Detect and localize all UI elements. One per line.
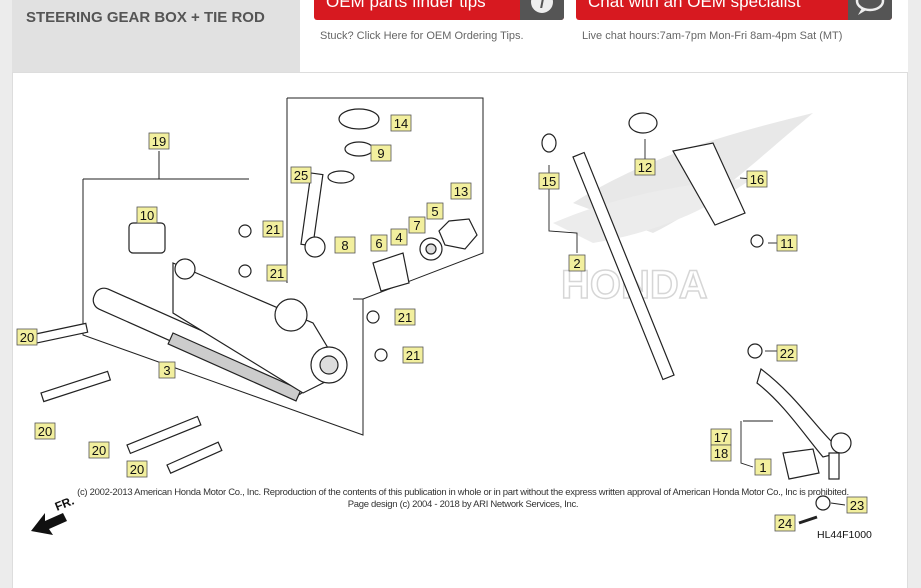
callout-label[interactable]: 2 xyxy=(573,256,580,271)
bolt-part xyxy=(166,441,223,475)
honda-watermark: HONDA xyxy=(553,113,813,308)
header-actions: OEM parts finder tips i Stuck? Click Her… xyxy=(300,0,908,72)
bolt-part xyxy=(40,370,112,403)
page-title: STEERING GEAR BOX + TIE ROD xyxy=(26,9,265,26)
tie-rod-part xyxy=(572,151,675,381)
callout-label[interactable]: 7 xyxy=(413,218,420,233)
callout-label[interactable]: 9 xyxy=(377,146,384,161)
parts-diagram: HONDA xyxy=(12,72,908,588)
callout-label[interactable]: 3 xyxy=(163,363,170,378)
callout-label[interactable]: 20 xyxy=(20,330,34,345)
callout-label[interactable]: 14 xyxy=(394,116,408,131)
callout-label[interactable]: 17 xyxy=(714,430,728,445)
tie-rod-parts xyxy=(541,112,852,511)
boot-clip-part xyxy=(628,112,658,134)
callout-label[interactable]: 12 xyxy=(638,160,652,175)
callout-label[interactable]: 20 xyxy=(38,424,52,439)
svg-text:i: i xyxy=(540,0,545,12)
leader-lines xyxy=(548,139,846,506)
pinion-port xyxy=(274,298,308,332)
bracket-part xyxy=(128,222,166,254)
oem-parts-finder-button[interactable]: OEM parts finder tips i xyxy=(314,0,564,20)
tie-rod-end-part xyxy=(756,367,840,458)
callout-label[interactable]: 19 xyxy=(152,134,166,149)
callout-label[interactable]: 21 xyxy=(398,310,412,325)
oem-parts-finder-label: OEM parts finder tips xyxy=(326,0,486,11)
rod-washer-part xyxy=(541,133,557,153)
callout-label[interactable]: 21 xyxy=(266,222,280,237)
callout-label[interactable]: 6 xyxy=(375,236,382,251)
callout-label[interactable]: 22 xyxy=(780,346,794,361)
oem-ordering-tips-link[interactable]: Stuck? Click Here for OEM Ordering Tips. xyxy=(320,30,524,42)
callout-label[interactable]: 21 xyxy=(406,348,420,363)
callout-labels: 19 10 21 21 14 9 25 8 13 5 7 4 6 21 21 2… xyxy=(16,114,868,532)
chat-hours-text: Live chat hours:7am-7pm Mon-Fri 8am-4pm … xyxy=(582,30,843,42)
chat-specialist-label: Chat with an OEM specialist xyxy=(588,0,801,11)
callout-label[interactable]: 20 xyxy=(130,462,144,477)
ball-joint-boot-part xyxy=(782,448,820,480)
callout-label[interactable]: 4 xyxy=(395,230,402,245)
front-arrow-icon: FR. xyxy=(31,494,76,535)
callout-label[interactable]: 10 xyxy=(140,208,154,223)
bolt-part xyxy=(126,415,202,455)
chat-specialist-button[interactable]: Chat with an OEM specialist xyxy=(576,0,892,20)
callout-label[interactable]: 13 xyxy=(454,184,468,199)
bolt-part xyxy=(30,322,89,345)
diagram-code: HL44F1000 xyxy=(817,529,872,541)
copyright-line-2: Page design (c) 2004 - 2018 by ARI Netwo… xyxy=(347,499,579,510)
callout-label[interactable]: 25 xyxy=(294,168,308,183)
direction-label: FR. xyxy=(53,494,76,514)
callout-label[interactable]: 5 xyxy=(431,204,438,219)
housing-end xyxy=(174,258,196,280)
gearbox-parts xyxy=(30,108,478,475)
locknut-part xyxy=(438,218,478,250)
callout-label[interactable]: 18 xyxy=(714,446,728,461)
rack-boot-part xyxy=(672,142,746,226)
info-icon: i xyxy=(520,0,564,20)
copyright-line-1: (c) 2002-2013 American Honda Motor Co., … xyxy=(77,487,849,498)
title-panel: STEERING GEAR BOX + TIE ROD xyxy=(12,0,300,72)
rack-guide-part xyxy=(372,252,410,292)
tie-rod-nut-part xyxy=(747,343,763,359)
dust-seal-part xyxy=(338,108,380,130)
diagram-drawing: HONDA xyxy=(16,97,868,535)
pinion-shaft-part xyxy=(300,172,324,247)
chat-bubble-icon xyxy=(848,0,892,20)
callout-label[interactable]: 21 xyxy=(270,266,284,281)
callout-label[interactable]: 11 xyxy=(780,236,794,251)
callout-label[interactable]: 8 xyxy=(341,238,348,253)
callout-label[interactable]: 16 xyxy=(750,172,764,187)
cotter-pin-part xyxy=(798,515,818,525)
callout-label[interactable]: 1 xyxy=(759,460,766,475)
callout-label[interactable]: 23 xyxy=(850,498,864,513)
assembly-boxes xyxy=(82,97,484,436)
callout-label[interactable]: 20 xyxy=(92,443,106,458)
callout-label[interactable]: 15 xyxy=(542,174,556,189)
callout-label[interactable]: 24 xyxy=(778,516,792,531)
rack-teeth-part xyxy=(167,332,302,402)
